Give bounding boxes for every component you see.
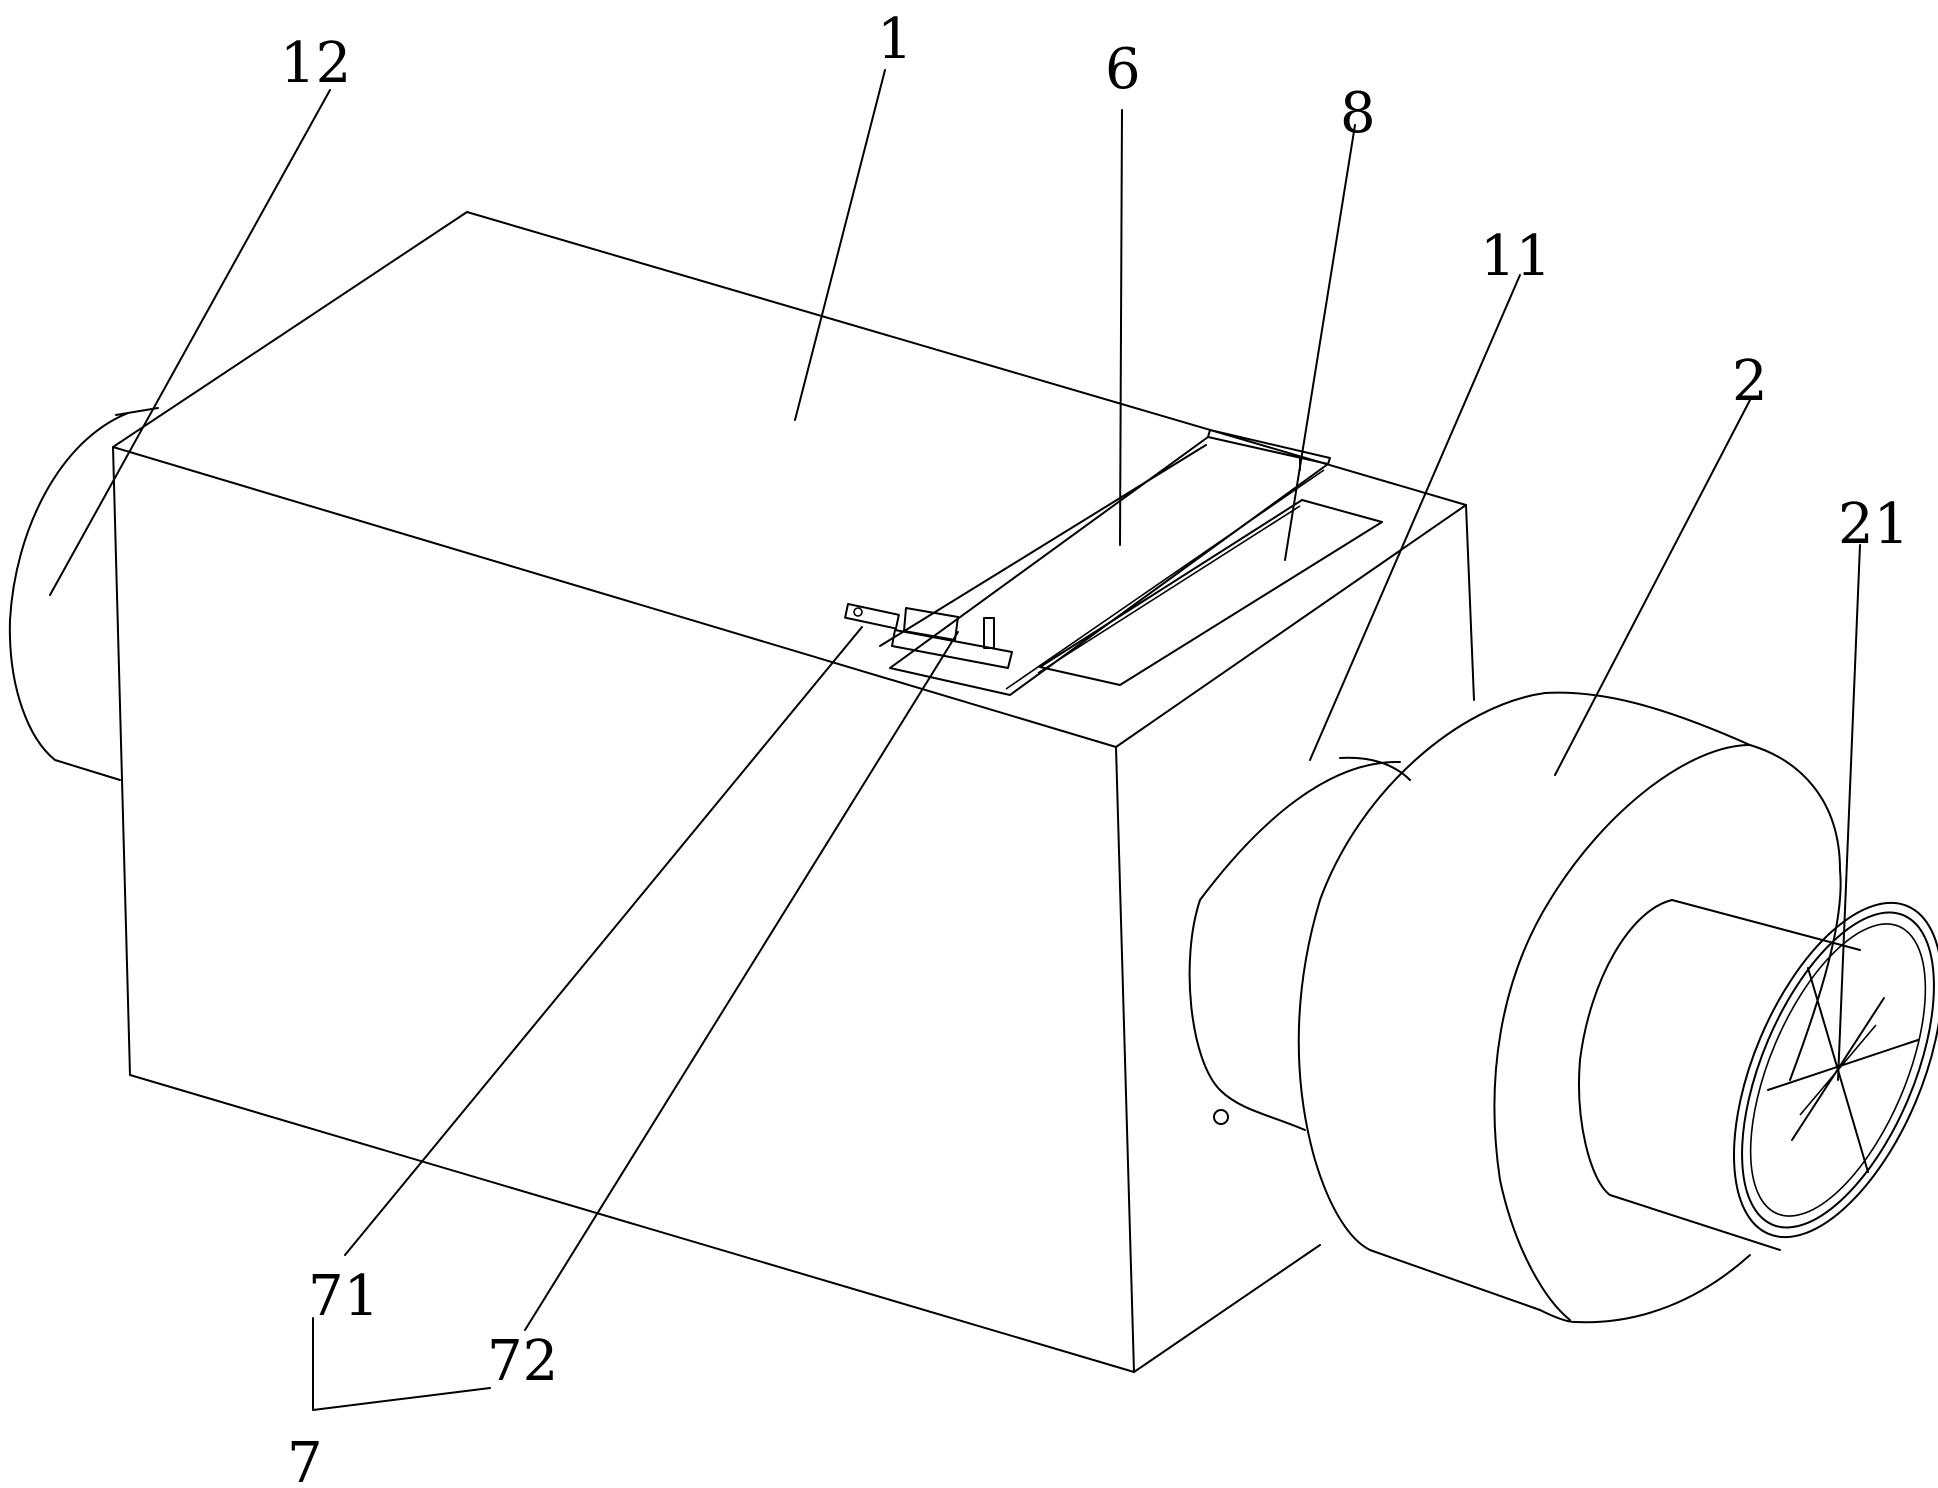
fan-collar (1188, 756, 1411, 1131)
label-21: 21 (1838, 492, 1909, 557)
label-6: 6 (1105, 37, 1141, 102)
latch-assembly (844, 602, 1013, 669)
label-72: 72 (487, 1329, 558, 1394)
reference-labels: 1 6 8 11 2 21 12 71 72 7 (280, 7, 1909, 1488)
label-8: 8 (1340, 81, 1376, 146)
main-box-body (112, 211, 1475, 1373)
outlet-nozzle (1578, 899, 1938, 1251)
label-71: 71 (308, 1264, 379, 1329)
slide-cover-plate (879, 429, 1331, 696)
left-end-cap (8, 407, 159, 781)
label-2: 2 (1732, 349, 1768, 414)
blower-housing (1297, 691, 1842, 1324)
label-7: 7 (287, 1431, 323, 1488)
window-opening (1037, 499, 1383, 686)
label-11: 11 (1480, 224, 1551, 289)
label-1: 1 (877, 7, 913, 72)
label-12: 12 (280, 31, 351, 96)
leader-lines (49, 69, 1861, 1411)
